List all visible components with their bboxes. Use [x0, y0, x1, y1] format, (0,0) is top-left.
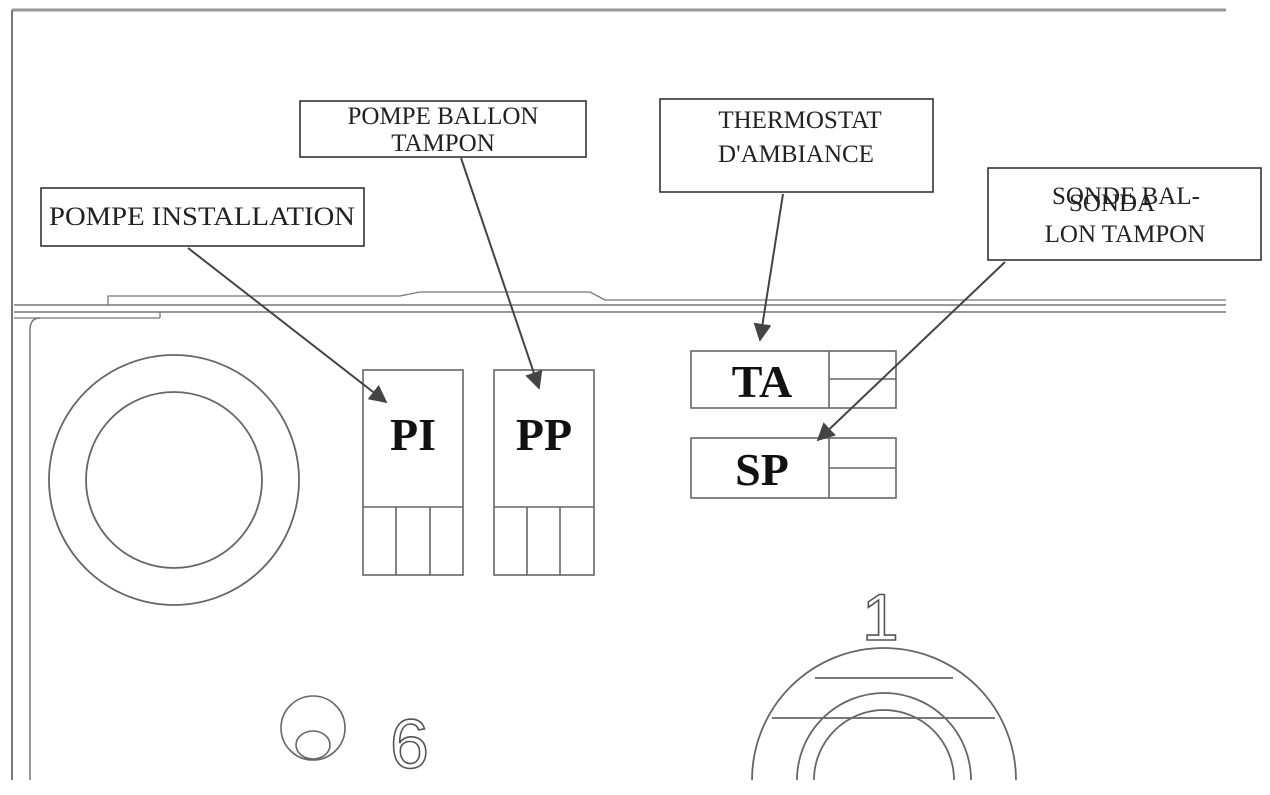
- connector-pi-label: PI: [390, 409, 436, 460]
- callout-arrows: [187, 157, 1006, 442]
- callout-sonde-line2: LON TAMPON: [1045, 221, 1206, 248]
- connector-pp: [493, 369, 595, 576]
- connector-pi: [362, 369, 464, 576]
- arrow-to-pi: [187, 247, 388, 404]
- callout-sonde-ballon-tampon: SONDE BAL- SONDA LON TAMPON: [987, 167, 1262, 261]
- callout-thermostat-line2: D'AMBIANCE: [718, 141, 874, 168]
- bottom-right-component: [751, 647, 1017, 781]
- connector-pp-label: PP: [516, 409, 572, 460]
- round-component: [48, 354, 300, 606]
- callout-thermostat-ambiance: THERMOSTAT D'AMBIANCE: [659, 98, 934, 193]
- connector-ta-label: TA: [732, 356, 793, 407]
- arrow-to-sp: [816, 261, 1006, 442]
- arrow-to-pp: [460, 157, 543, 390]
- connector-sp-label: SP: [735, 444, 789, 495]
- arrow-to-ta: [753, 193, 784, 342]
- callout-sonde-overlap-b: SONDA: [1069, 190, 1155, 217]
- callout-pompe-ballon-line2: TAMPON: [391, 130, 495, 157]
- callout-pompe-ballon-line1: POMPE BALLON: [348, 103, 539, 130]
- housing-outline: [11, 8, 1226, 780]
- connector-ta: [690, 350, 897, 409]
- marking-six: 6: [390, 705, 429, 783]
- callout-thermostat-line1: THERMOSTAT: [718, 107, 881, 134]
- callout-pompe-installation-text: POMPE INSTALLATION: [49, 202, 355, 231]
- callout-sonde-overlap-a: SONDE BAL-: [1052, 183, 1200, 210]
- connector-sp: [690, 437, 897, 499]
- small-round-component: [280, 695, 346, 761]
- marking-one: 1: [862, 580, 899, 654]
- callout-pompe-installation: POMPE INSTALLATION: [40, 187, 365, 247]
- callout-pompe-ballon-tampon: POMPE BALLON TAMPON: [299, 100, 587, 158]
